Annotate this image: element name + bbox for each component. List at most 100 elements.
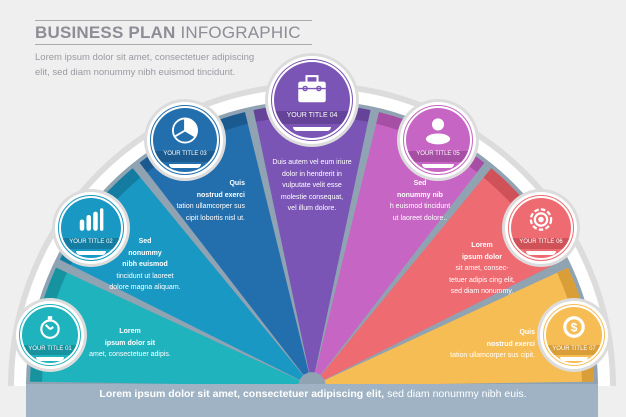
pie-chart-icon (172, 117, 198, 144)
segment-text-1: Lorem ipsum dolor sit amet, consectetuer a… (89, 326, 171, 361)
wedge-4 (253, 104, 371, 373)
badge-label-band (22, 345, 78, 355)
footer-text: Lorem ipsum dolor sit amet, consectetuer… (0, 388, 626, 400)
segment-text-line: sed diam nonummy. (450, 288, 514, 295)
segment-title: YOUR TITLE 01 (28, 346, 72, 352)
segment-badge-2: YOUR TITLE 02 (55, 192, 127, 264)
badge-label-band (511, 238, 571, 249)
segment-title: YOUR TITLE 04 (286, 112, 338, 119)
segment-text-line: ipsum dolor (461, 253, 503, 261)
badge-ring (150, 105, 220, 175)
badge-arc (76, 251, 106, 255)
segment-text-line: Lorem (119, 328, 141, 335)
badge-ring (19, 304, 81, 366)
segment-text-line: dolore magna aliquam. (109, 284, 181, 291)
badge-label-band (274, 111, 350, 124)
segment-text-line: amet, consectetuer adipis. (89, 351, 171, 358)
title-bold: BUSINESS PLAN (35, 23, 176, 42)
page-title: BUSINESS PLAN INFOGRAPHIC (35, 20, 312, 45)
badge-label-band (153, 151, 217, 162)
segment-text-line: tetuer adipis cing elit, (449, 276, 515, 284)
dollar-coin-icon: $ (563, 316, 585, 338)
subtitle-line: Lorem ipsum dolor sit amet, consectetuer… (35, 52, 255, 63)
segment-title: YOUR TITLE 07 (552, 346, 596, 352)
segment-text-line: nonummy nib (397, 191, 443, 199)
header: BUSINESS PLAN INFOGRAPHIC Lorem ipsum do… (35, 20, 312, 80)
segment-text-line: Quis (229, 180, 245, 187)
segment-text-line: Sed (138, 238, 152, 245)
segment-text-line: nibh euismod (122, 261, 168, 268)
segment-text-line: Lorem (471, 242, 493, 249)
segment-title: YOUR TITLE 03 (163, 151, 207, 157)
segment-badge-6: YOUR TITLE 06 (505, 192, 577, 264)
segment-text-line: Sed (413, 180, 427, 187)
segment-text-line: tation ullamcorper sus cipit. (450, 352, 535, 359)
segment-badge-3: YOUR TITLE 03 (147, 102, 223, 178)
segment-text-line: ipsum dolor sit (104, 339, 156, 347)
segment-text-3: Quis nostrud exerci tation ullamcorper sus… (177, 178, 245, 224)
segment-text-line: Duis autem vel eum iriure (272, 159, 352, 166)
badge-core: YOUR TITLE 06 (511, 198, 571, 258)
segment-text-line: vel illum dolore. (287, 205, 337, 212)
badge-arc (36, 357, 64, 361)
segment-badge-1: YOUR TITLE 01 (16, 301, 84, 369)
briefcase-icon (298, 75, 326, 103)
segment-badge-4: YOUR TITLE 04 (268, 56, 356, 144)
segment-text-line: h euismod tincidunt (389, 203, 451, 210)
segment-text-line: cipit lobortis nisl ut. (185, 214, 245, 222)
footer-band (26, 384, 598, 417)
badge-label-band (406, 151, 470, 162)
wedge-1 (30, 267, 300, 386)
segment-text-line: tation ullamcorper sus (176, 203, 245, 210)
badge-ring (508, 195, 574, 261)
segment-text-line: Quis (519, 329, 535, 336)
stopwatch-icon (40, 316, 60, 339)
segment-text-2: Sed nonummy nibh euismod tincidunt ut laore… (109, 236, 180, 294)
segment-text-line: molestie consequat, (280, 193, 344, 201)
footer-bold: Lorem ipsum dolor sit amet, consectetuer… (99, 388, 385, 400)
badge-core: YOUR TITLE 05 (406, 108, 470, 172)
badge-arc (526, 251, 556, 255)
wedge-6 (320, 168, 565, 380)
svg-text:$: $ (571, 320, 578, 334)
badge-ring (58, 195, 124, 261)
badge-ring (543, 304, 605, 366)
segment-text-line: nonummy (128, 249, 162, 257)
segment-title: YOUR TITLE 05 (416, 151, 460, 157)
segment-text-line: sit amet, consec- (455, 265, 509, 272)
badge-core: YOUR TITLE 02 (61, 198, 121, 258)
footer-regular: sed diam nonummy nibh euis. (384, 388, 527, 400)
badge-core: YOUR TITLE 04 (274, 62, 350, 138)
badge-core: $ YOUR TITLE 07 (546, 307, 602, 363)
wedge-5 (315, 112, 485, 375)
segment-title: YOUR TITLE 06 (519, 239, 563, 245)
target-icon (529, 208, 553, 231)
segment-text-line: nostrud exerci (486, 340, 535, 348)
badge-core: YOUR TITLE 03 (153, 108, 217, 172)
badge-label-band (61, 238, 121, 249)
segment-text-line: ut laoreet dolore.. (392, 214, 448, 222)
segment-badge-7: $ YOUR TITLE 07 (540, 301, 608, 369)
segment-badge-5: YOUR TITLE 05 (400, 102, 476, 178)
segment-text-6: Lorem ipsum dolor sit amet, consec-tetuer … (449, 240, 515, 298)
subtitle: Lorem ipsum dolor sit amet, consectetuer… (35, 50, 312, 80)
bar-chart-icon (79, 208, 104, 231)
badge-ring (271, 59, 353, 141)
segment-text-line: tincidunt ut laoreet (116, 272, 174, 280)
segment-text-4: Duis autem vel eum iriure dolor in hendre… (272, 157, 351, 215)
badge-label-band (546, 345, 602, 355)
segment-text-line: nostrud exerci (196, 191, 245, 199)
badge-ring (403, 105, 473, 175)
badge-arc (293, 127, 331, 131)
segment-text-7: Quis nostrud exerci tation ullamcorper sus… (450, 327, 535, 362)
badge-arc (422, 164, 454, 168)
badge-arc (560, 357, 588, 361)
wedge-7 (324, 267, 594, 386)
subtitle-line: elit, sed diam nonummy nibh euismod tinc… (35, 67, 236, 78)
badge-arc (169, 164, 201, 168)
user-icon (425, 118, 451, 145)
title-light: INFOGRAPHIC (180, 23, 301, 42)
segment-title: YOUR TITLE 02 (69, 239, 113, 245)
segment-text-line: vulputate velit esse (282, 182, 342, 189)
segment-text-line: dolor in hendrerit in (282, 170, 342, 178)
